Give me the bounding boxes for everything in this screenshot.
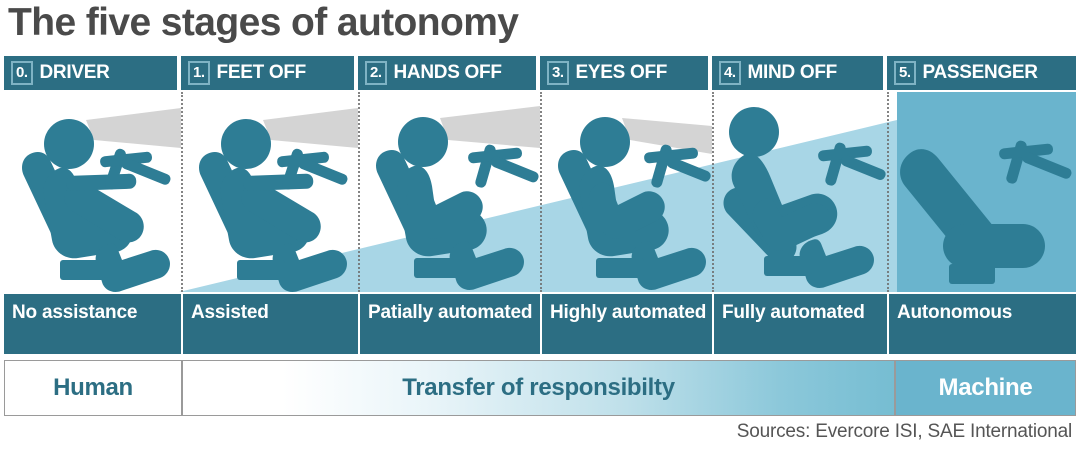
steering-wheel-icon: [277, 148, 348, 190]
stage-figure-1: [185, 92, 358, 292]
sources-note: Sources: Evercore ISI, SAE International: [736, 421, 1072, 442]
panel-divider-1: [358, 92, 360, 292]
vision-cone-icon: [622, 118, 712, 154]
stage-figure-4: [716, 92, 887, 292]
empty-seat-icon: [900, 149, 1045, 284]
stage-figure-0: [8, 92, 181, 292]
stage-header-5[interactable]: 5. PASSENGER: [887, 56, 1076, 90]
stage-description-4: Fully automated: [712, 294, 887, 354]
stage-number-badge-2: 2.: [365, 61, 387, 85]
stage-description-3: Highly automated: [540, 294, 712, 354]
page-title: The five stages of autonomy: [8, 1, 519, 44]
stage-number-badge-1: 1.: [188, 61, 210, 85]
stage-header-band: 0. DRIVER 1. FEET OFF 2. HANDS OFF 3. EY…: [4, 56, 1076, 90]
stage-description-5: Autonomous: [887, 294, 1076, 354]
responsibility-transfer-cell: Transfer of responsibilty: [181, 361, 896, 415]
stage-header-2[interactable]: 2. HANDS OFF: [358, 56, 536, 90]
steering-wheel-icon: [644, 144, 711, 188]
stage-description-band: No assistance Assisted Patially automate…: [4, 294, 1076, 354]
stage-name-0: DRIVER: [39, 62, 110, 83]
vision-cone-icon: [263, 108, 358, 148]
responsibility-band: Human Transfer of responsibilty Machine: [4, 360, 1076, 416]
stage-figure-3: [544, 92, 712, 292]
driver-figure-icon: [558, 117, 706, 290]
panel-divider-4: [887, 92, 889, 292]
steering-wheel-icon: [468, 144, 539, 188]
stage-header-1[interactable]: 1. FEET OFF: [181, 56, 354, 90]
responsibility-human-cell: Human: [5, 361, 181, 415]
stage-header-0[interactable]: 0. DRIVER: [4, 56, 177, 90]
stage-number-badge-4: 4.: [719, 61, 741, 85]
vision-cone-icon: [86, 108, 181, 148]
stage-header-3[interactable]: 3. EYES OFF: [540, 56, 708, 90]
stage-name-2: HANDS OFF: [393, 62, 502, 83]
driver-figure-icon: [22, 119, 170, 292]
panel-divider-2: [540, 92, 542, 292]
driver-reclined-figure-icon: [723, 107, 874, 288]
driver-figure-icon: [199, 119, 347, 292]
responsibility-machine-cell: Machine: [896, 361, 1075, 415]
panel-divider-0: [181, 92, 183, 292]
steering-wheel-icon: [100, 148, 171, 190]
stage-name-4: MIND OFF: [747, 62, 838, 83]
stage-number-badge-3: 3.: [547, 61, 569, 85]
panel-divider-3: [712, 92, 714, 292]
stage-name-3: EYES OFF: [575, 62, 668, 83]
stage-illustration-strip: [4, 92, 1076, 292]
stage-description-1: Assisted: [181, 294, 358, 354]
stage-figure-5: [891, 92, 1076, 292]
vision-cone-icon: [440, 106, 540, 148]
steering-wheel-icon: [818, 142, 886, 186]
stage-figure-2: [362, 92, 540, 292]
stage-number-badge-5: 5.: [894, 61, 916, 85]
stage-description-0: No assistance: [4, 294, 181, 354]
stage-description-2: Patially automated: [358, 294, 540, 354]
stage-header-4[interactable]: 4. MIND OFF: [712, 56, 883, 90]
stage-name-1: FEET OFF: [216, 62, 307, 83]
steering-wheel-icon: [999, 140, 1072, 184]
stage-name-5: PASSENGER: [922, 62, 1039, 83]
stage-number-badge-0: 0.: [11, 61, 33, 85]
driver-figure-icon: [376, 117, 524, 290]
